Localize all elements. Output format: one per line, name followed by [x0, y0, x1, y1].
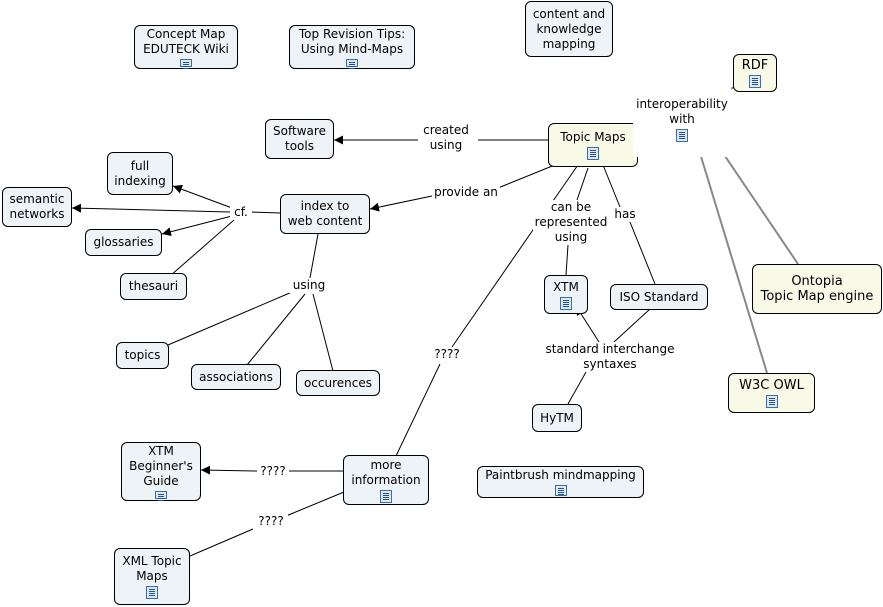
- node-index-web-content[interactable]: index to web content: [280, 194, 370, 234]
- link-question-main: ????: [430, 347, 464, 362]
- node-occurences[interactable]: occurences: [296, 370, 380, 396]
- link-standard-interchange-syntaxes: standard interchange syntaxes: [542, 342, 678, 372]
- node-label: topics: [124, 348, 161, 362]
- node-w3c-owl[interactable]: W3C OWL: [728, 373, 815, 413]
- node-topics[interactable]: topics: [116, 342, 169, 369]
- document-icon[interactable]: [676, 129, 688, 142]
- line-q-guide: [200, 465, 258, 475]
- node-more-information[interactable]: more information: [343, 455, 429, 505]
- document-icon[interactable]: [560, 296, 572, 310]
- node-label: more information: [351, 457, 421, 487]
- node-label: occurences: [303, 375, 373, 390]
- line-interop-owl: [691, 126, 768, 374]
- node-label: Paintbrush mindmapping: [485, 468, 636, 482]
- node-label: associations: [199, 369, 273, 384]
- link-interoperability-with: interoperability with: [633, 82, 731, 157]
- document-icon[interactable]: [554, 485, 567, 496]
- node-label: XTM: [553, 279, 579, 294]
- line-represented-xtm: [565, 244, 569, 276]
- line-topicmaps-represented: [576, 167, 589, 201]
- link-question-guide: ????: [257, 464, 289, 479]
- link-created-using: created using: [419, 123, 473, 153]
- link-question-xml: ????: [254, 514, 288, 529]
- node-label: glossaries: [93, 235, 154, 249]
- node-xml-topic-maps[interactable]: XML Topic Maps: [114, 548, 190, 605]
- node-ontopia[interactable]: Ontopia Topic Map engine: [752, 264, 882, 314]
- node-label: ISO Standard: [619, 289, 699, 304]
- node-thesauri[interactable]: thesauri: [120, 273, 187, 300]
- node-label: full indexing: [114, 158, 166, 188]
- node-paintbrush[interactable]: Paintbrush mindmapping: [477, 466, 644, 498]
- line-iso-syntaxes: [613, 308, 651, 343]
- node-full-indexing[interactable]: full indexing: [107, 152, 173, 195]
- node-hytm[interactable]: HyTM: [532, 404, 582, 432]
- line-topicmaps-has: [600, 159, 621, 208]
- node-associations[interactable]: associations: [191, 364, 281, 390]
- node-label: content and knowledge mapping: [532, 6, 606, 51]
- line-provide-index: [369, 195, 433, 212]
- document-icon[interactable]: [180, 59, 192, 69]
- line-cf-glossaries: [161, 215, 233, 237]
- node-xtm[interactable]: XTM: [544, 275, 588, 314]
- node-label: semantic networks: [9, 192, 65, 221]
- node-label: Topic Maps: [560, 130, 626, 144]
- node-iso-standard[interactable]: ISO Standard: [610, 284, 708, 310]
- document-icon[interactable]: [346, 59, 358, 69]
- line-cf-semantic: [71, 203, 231, 213]
- node-label: XML Topic Maps: [122, 554, 182, 583]
- node-label: HyTM: [540, 410, 574, 425]
- link-provide-an: provide an: [432, 185, 500, 200]
- link-can-be-represented: can be represented using: [533, 200, 609, 245]
- line-cf-thesauri: [169, 219, 235, 277]
- node-label: Software tools: [273, 124, 326, 153]
- line-topicmaps-q: [451, 161, 581, 348]
- document-icon[interactable]: [146, 586, 158, 599]
- node-label: index to web content: [287, 199, 363, 228]
- node-concept-map[interactable]: Concept Map EDUTECK Wiki: [134, 25, 238, 69]
- line-q-moreinfo: [395, 363, 441, 457]
- node-label: Ontopia Topic Map engine: [760, 274, 874, 304]
- line-using-associations: [246, 293, 306, 366]
- line-index-using: [309, 233, 319, 279]
- node-label: thesauri: [128, 279, 179, 293]
- document-icon[interactable]: [380, 489, 392, 503]
- node-content-mapping[interactable]: content and knowledge mapping: [525, 1, 613, 57]
- node-revision-tips[interactable]: Top Revision Tips: Using Mind-Maps: [289, 25, 415, 69]
- node-semantic-networks[interactable]: semantic networks: [2, 187, 72, 227]
- document-icon[interactable]: [155, 491, 167, 501]
- document-icon[interactable]: [749, 75, 761, 88]
- line-syntaxes-hytm: [567, 371, 587, 405]
- node-software-tools[interactable]: Software tools: [265, 119, 334, 159]
- line-cf-full: [172, 184, 233, 209]
- node-label: W3C OWL: [739, 378, 804, 393]
- node-label: RDF: [741, 58, 769, 73]
- node-label: Top Revision Tips: Using Mind-Maps: [298, 27, 406, 56]
- node-topic-maps[interactable]: Topic Maps: [548, 123, 638, 167]
- line-has-iso: [629, 221, 656, 285]
- document-icon[interactable]: [587, 147, 599, 160]
- document-icon[interactable]: [765, 395, 778, 408]
- node-label: Concept Map EDUTECK Wiki: [143, 27, 229, 56]
- line-using-topics: [167, 291, 293, 346]
- line-index-cf: [249, 211, 282, 214]
- node-xtm-beginners-guide[interactable]: XTM Beginner's Guide: [121, 442, 201, 501]
- node-glossaries[interactable]: glossaries: [85, 229, 162, 256]
- link-using: using: [289, 278, 329, 293]
- node-label: XTM Beginner's Guide: [129, 444, 193, 488]
- line-using-occurences: [312, 293, 334, 372]
- link-cf: cf.: [230, 205, 252, 220]
- line-q-xml: [189, 528, 254, 557]
- line-moreinfo-q-xml: [285, 491, 345, 517]
- link-has: has: [612, 207, 638, 222]
- node-rdf[interactable]: RDF: [733, 54, 777, 92]
